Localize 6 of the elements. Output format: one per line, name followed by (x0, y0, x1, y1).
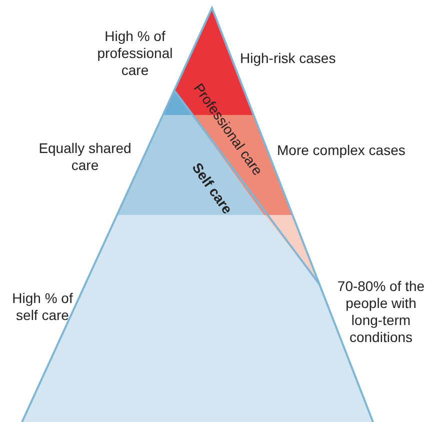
care-level-label: High % of self care (11, 290, 74, 324)
care-level-label: High % of professional care (96, 28, 174, 79)
case-type-label: High-risk cases (240, 50, 337, 67)
case-type-label: More complex cases (277, 142, 406, 159)
care-level-label: Equally shared care (38, 140, 132, 174)
population-label: 70-80% of the people with long-term conditions (336, 278, 426, 346)
